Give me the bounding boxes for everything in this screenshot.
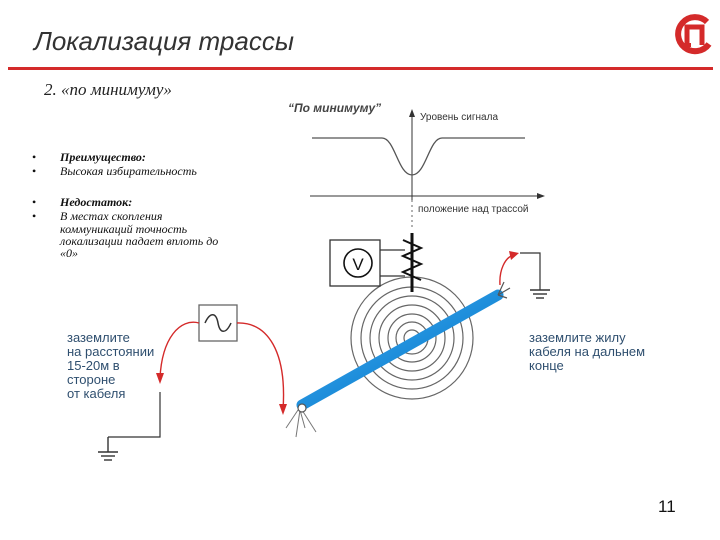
lead-arrow-ground [156, 373, 164, 384]
field-ring [387, 313, 437, 363]
bullet-list: • Преимущество: • Высокая избирательност… [30, 150, 260, 259]
svg-text:стороне: стороне [67, 372, 115, 387]
receiver-coil-icon [400, 233, 424, 292]
field-ring [369, 295, 455, 381]
svg-text:от кабеля: от кабеля [67, 386, 125, 401]
ground-wire-left [108, 392, 161, 438]
title-divider [8, 67, 713, 70]
bullet-advantage-heading: • Преимущество: [32, 150, 146, 164]
generator-icon [198, 304, 238, 342]
svg-text:заземлите: заземлите [67, 330, 130, 345]
field-ring [378, 304, 446, 372]
bullet-dot: • [32, 209, 37, 223]
bullet-disadvantage-heading: • Недостаток: [32, 195, 133, 209]
x-axis-label: положение над трассой [418, 204, 529, 215]
generator-lead-to-cable [236, 322, 285, 411]
cable [285, 281, 511, 438]
graph-title: “По минимуму” [288, 101, 381, 115]
right-grounding-note: заземлите жилу кабеля на дальнем конце [529, 330, 645, 373]
slide-title: Локализация трассы [34, 26, 294, 56]
x-axis-arrow [537, 193, 545, 199]
svg-text:заземлите жилу: заземлите жилу [529, 330, 626, 345]
bullet-advantage-text: • Высокая избирательность [32, 164, 197, 178]
left-grounding-note: заземлите на расстоянии 15-20м в стороне… [67, 330, 154, 401]
bullet-disadvantage-continuation: коммуникаций точность локализации падает… [60, 222, 219, 260]
lead-arrow-cable [279, 404, 287, 415]
ground-wire-right [520, 252, 541, 290]
voltmeter-symbol: V [352, 255, 364, 274]
svg-text:кабеля на дальнем: кабеля на дальнем [529, 344, 645, 359]
page-number: 11 [658, 497, 676, 516]
svg-text:на расстоянии: на расстоянии [67, 344, 154, 359]
signal-curve [312, 137, 525, 176]
lead-arrow-far-end [509, 251, 519, 260]
ground-icon [98, 437, 118, 461]
slide-subtitle: 2. «по минимуму» [44, 80, 172, 99]
y-axis-label: Уровень сигнала [420, 112, 498, 123]
svg-text:15-20м в: 15-20м в [67, 358, 120, 373]
y-axis-arrow [409, 109, 415, 117]
ground-icon [530, 289, 550, 299]
svg-text:конце: конце [529, 358, 564, 373]
logo-icon [675, 14, 712, 55]
voltmeter-icon: V [329, 239, 405, 287]
generator-lead-to-ground [159, 321, 200, 379]
bullet-dot: • [32, 150, 37, 164]
bullet-dot: • [32, 195, 37, 209]
bullet-dot: • [32, 164, 37, 178]
bullet-disadvantage-text: • В местах скопления [32, 209, 163, 223]
